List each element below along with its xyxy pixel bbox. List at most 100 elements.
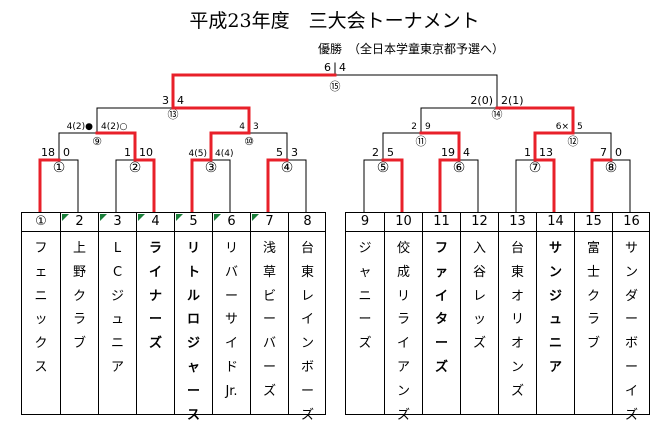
team-name: ファイターズ	[435, 241, 449, 375]
score-5-right: 5	[387, 146, 394, 159]
score-9-right: 4(2)○	[101, 122, 127, 132]
seed-flag-icon	[176, 214, 183, 221]
team-column-10: 10 佼成リライアンズ	[384, 213, 422, 423]
team-number: ①	[22, 213, 60, 232]
score-1-right: 0	[63, 146, 70, 159]
team-number: 7	[251, 213, 288, 232]
score-7-right: 13	[539, 146, 553, 159]
team-column-14: 14 サンジュニア	[536, 213, 574, 414]
match-number-8: ⑧	[605, 160, 618, 176]
team-number: 16	[613, 213, 650, 232]
team-column-6: 6 リバーサイドJr.	[212, 213, 250, 414]
score-13-right: 4	[177, 94, 184, 107]
champion-note: 優勝 （全日本学童東京都予選へ）	[318, 42, 505, 56]
match-number-1: ①	[53, 160, 66, 176]
team-table-right: 9 ジャニーズ 10 佼成リライアンズ 11 ファイターズ 12 入谷レッズ 13 台東オリオンズ…	[345, 212, 650, 423]
team-column-4: 4 ライナーズ	[136, 213, 174, 414]
score-1-left: 18	[41, 146, 55, 159]
match-number-13: ⑬	[168, 108, 179, 121]
team-name: リバーサイドJr.	[225, 241, 239, 399]
team-number: 10	[385, 213, 422, 232]
score-14-left: 2(0)	[470, 94, 493, 107]
match-number-14: ⑭	[492, 108, 503, 121]
team-name: サンダーボーイズ	[625, 241, 639, 423]
score-9-left: 4(2)●	[67, 122, 93, 132]
team-column-7: 7 浅草ビーバーズ	[250, 213, 288, 414]
match-number-11: ⑪	[416, 135, 427, 148]
seed-flag-icon	[252, 214, 259, 221]
score-3-right: 4(4)	[215, 149, 233, 159]
team-number: 6	[213, 213, 250, 232]
team-name: サンジュニア	[549, 241, 563, 375]
team-name: ジャニーズ	[358, 241, 372, 352]
score-2-left: 1	[124, 146, 131, 159]
score-11-right: 9	[425, 122, 431, 132]
team-name: LCジュニア	[111, 241, 125, 375]
match-number-12: ⑫	[568, 135, 579, 148]
team-number: 8	[289, 213, 326, 232]
team-name: 入谷レッズ	[473, 241, 487, 352]
score-12-left: 6×	[556, 122, 569, 132]
match-number-4: ④	[281, 160, 294, 176]
team-name: 台東オリオンズ	[511, 241, 525, 399]
score-4-left: 5	[276, 146, 283, 159]
score-5-left: 2	[372, 146, 379, 159]
score-4-right: 3	[291, 146, 298, 159]
team-number: 13	[499, 213, 536, 232]
team-name: 台東レインボーズ	[301, 241, 315, 423]
score-15-right: 4	[339, 61, 346, 74]
score-6-left: 19	[441, 146, 455, 159]
team-column-5: 5 リトルロジャース	[174, 213, 212, 423]
team-number: 15	[575, 213, 612, 232]
score-11-left: 2	[411, 122, 417, 132]
match-number-9: ⑨	[92, 135, 102, 148]
team-name: リトルロジャース	[187, 241, 201, 423]
match-number-15: ⑮	[330, 80, 341, 93]
team-number: 4	[137, 213, 174, 232]
team-number: 14	[537, 213, 574, 232]
score-10-right: 3	[253, 122, 259, 132]
team-name: 上野クラブ	[73, 241, 87, 352]
team-number: 3	[99, 213, 136, 232]
team-number: 9	[346, 213, 384, 232]
match-number-7: ⑦	[529, 160, 542, 176]
team-column-1: ① フェニックス	[22, 213, 60, 414]
team-name: ライナーズ	[149, 241, 163, 352]
team-name: フェニックス	[34, 241, 48, 375]
score-7-left: 1	[524, 146, 531, 159]
match-number-10: ⑩	[244, 135, 254, 148]
team-column-9: 9 ジャニーズ	[346, 213, 384, 414]
team-name: 浅草ビーバーズ	[263, 241, 277, 399]
team-column-2: 2 上野クラブ	[60, 213, 98, 414]
seed-flag-icon	[138, 214, 145, 221]
team-number: 11	[423, 213, 460, 232]
team-number: 2	[61, 213, 98, 232]
team-column-16: 16 サンダーボーイズ	[612, 213, 650, 423]
page-title: 平成23年度 三大会トーナメント	[189, 10, 480, 32]
team-column-8: 8 台東レインボーズ	[288, 213, 326, 423]
team-column-11: 11 ファイターズ	[422, 213, 460, 414]
score-2-right: 10	[139, 146, 153, 159]
score-8-left: 7	[600, 146, 607, 159]
score-6-right: 4	[463, 146, 470, 159]
team-name: 佼成リライアンズ	[397, 241, 411, 423]
score-3-left: 4(5)	[189, 149, 207, 159]
team-column-13: 13 台東オリオンズ	[498, 213, 536, 414]
score-15-left: 6	[324, 61, 331, 74]
match-number-6: ⑥	[453, 160, 466, 176]
seed-flag-icon	[100, 214, 107, 221]
team-name: 富士クラブ	[587, 241, 601, 352]
score-12-right: 5	[577, 122, 583, 132]
score-8-right: 0	[615, 146, 622, 159]
seed-flag-icon	[62, 214, 69, 221]
score-14-right: 2(1)	[501, 94, 524, 107]
match-number-3: ③	[205, 160, 218, 176]
team-column-15: 15 富士クラブ	[574, 213, 612, 414]
match-number-2: ②	[129, 160, 142, 176]
team-number: 12	[461, 213, 498, 232]
team-number: 5	[175, 213, 212, 232]
score-10-left: 4	[239, 122, 245, 132]
match-number-5: ⑤	[377, 160, 390, 176]
